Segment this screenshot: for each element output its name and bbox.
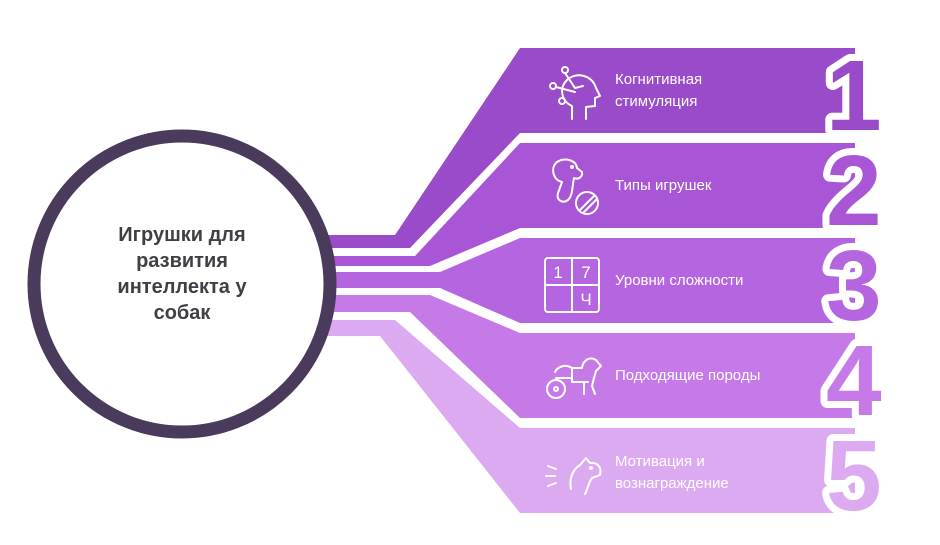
dog-wheelchair-icon xyxy=(546,357,602,399)
center-title-line: Игрушки для xyxy=(118,224,246,246)
puzzle-cell-4: Ч xyxy=(580,290,591,309)
number-5: 5 xyxy=(826,420,882,532)
happy-dog-icon xyxy=(545,457,602,495)
dog-ball-icon xyxy=(552,158,599,215)
puzzle-cell-1: 1 xyxy=(553,263,562,282)
band-3 xyxy=(305,238,855,323)
item-label-line: Когнитивная xyxy=(615,71,703,88)
item-label-3: Уровни сложности xyxy=(615,270,815,292)
item-label-5: Мотивация и вознаграждение xyxy=(615,451,815,495)
number-3: 3 xyxy=(826,230,882,342)
item-label-line: вознаграждение xyxy=(615,475,729,492)
number-1: 1 xyxy=(826,40,882,152)
item-label-line: Мотивация и xyxy=(615,453,705,470)
band-2 xyxy=(305,143,855,266)
number-2: 2 xyxy=(826,135,882,247)
item-label-2: Типы игрушек xyxy=(615,175,815,197)
center-title-line: собак xyxy=(153,302,211,324)
number-4: 4 xyxy=(826,325,882,437)
center-title-line: развития xyxy=(136,250,228,272)
item-label-line: Типы игрушек xyxy=(615,177,712,194)
center-circle xyxy=(27,129,337,439)
band-5 xyxy=(305,320,855,513)
band-4 xyxy=(305,295,855,418)
puzzle-cell-2: 7 xyxy=(581,263,590,282)
item-label-line: Уровни сложности xyxy=(615,272,744,289)
brain-head-icon xyxy=(549,66,601,120)
item-label-4: Подходящие породы xyxy=(615,365,815,387)
band-1 xyxy=(305,48,855,248)
puzzle-grid-icon xyxy=(544,257,600,313)
item-label-line: Подходящие породы xyxy=(615,367,761,384)
item-label-line: стимуляция xyxy=(615,93,698,110)
center-title: Игрушки для развития интеллекта у собак xyxy=(72,222,292,326)
center-title-line: интеллекта у xyxy=(117,276,247,298)
item-label-1: Когнитивная стимуляция xyxy=(615,69,815,113)
